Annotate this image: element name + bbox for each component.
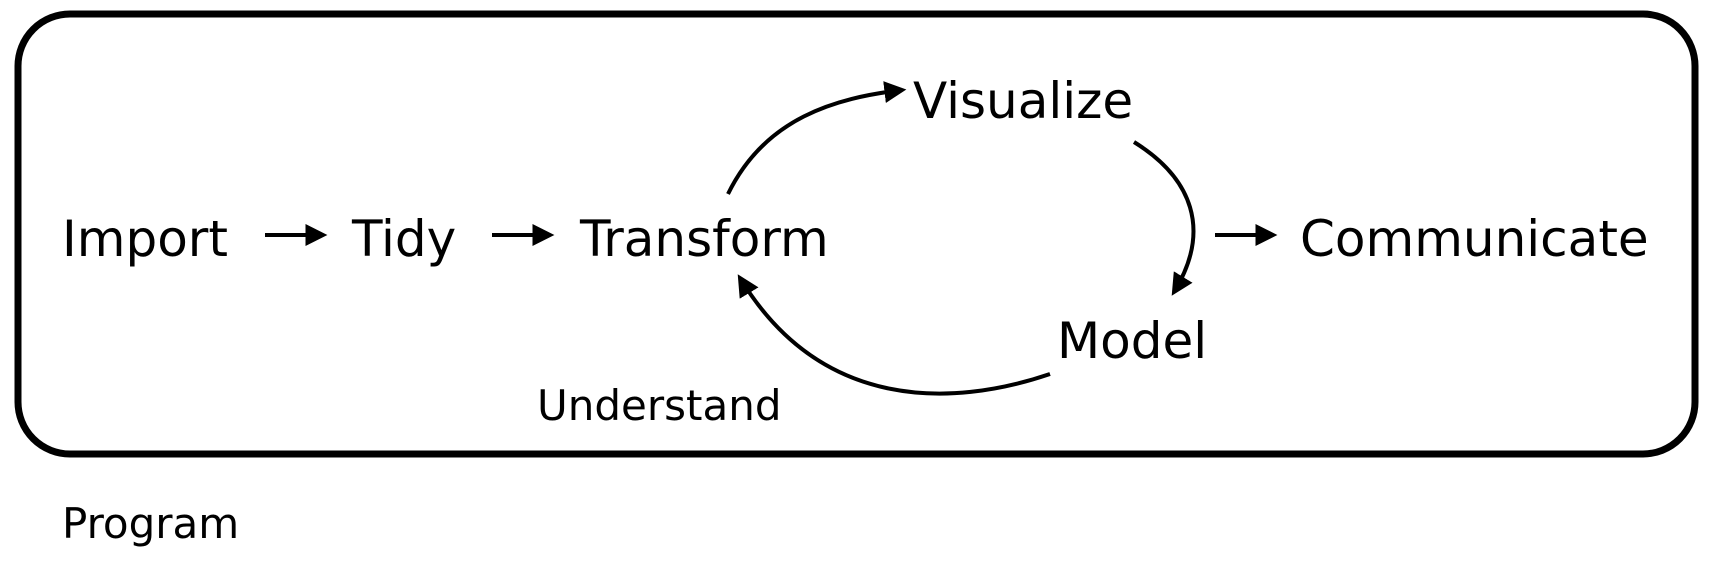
arrow-visualize-to-model [1132,140,1196,296]
node-transform: Transform [580,210,829,268]
arrow-model-to-transform [737,274,1051,396]
node-import: Import [62,210,228,268]
node-tidy: Tidy [352,210,457,268]
node-communicate: Communicate [1300,210,1649,268]
node-visualize: Visualize [913,72,1134,130]
loop-label-understand: Understand [537,381,782,430]
node-model: Model [1057,312,1208,370]
program-frame [14,10,1699,458]
arrow-transform-to-visualize [726,81,907,195]
frame-label-program: Program [62,499,240,548]
